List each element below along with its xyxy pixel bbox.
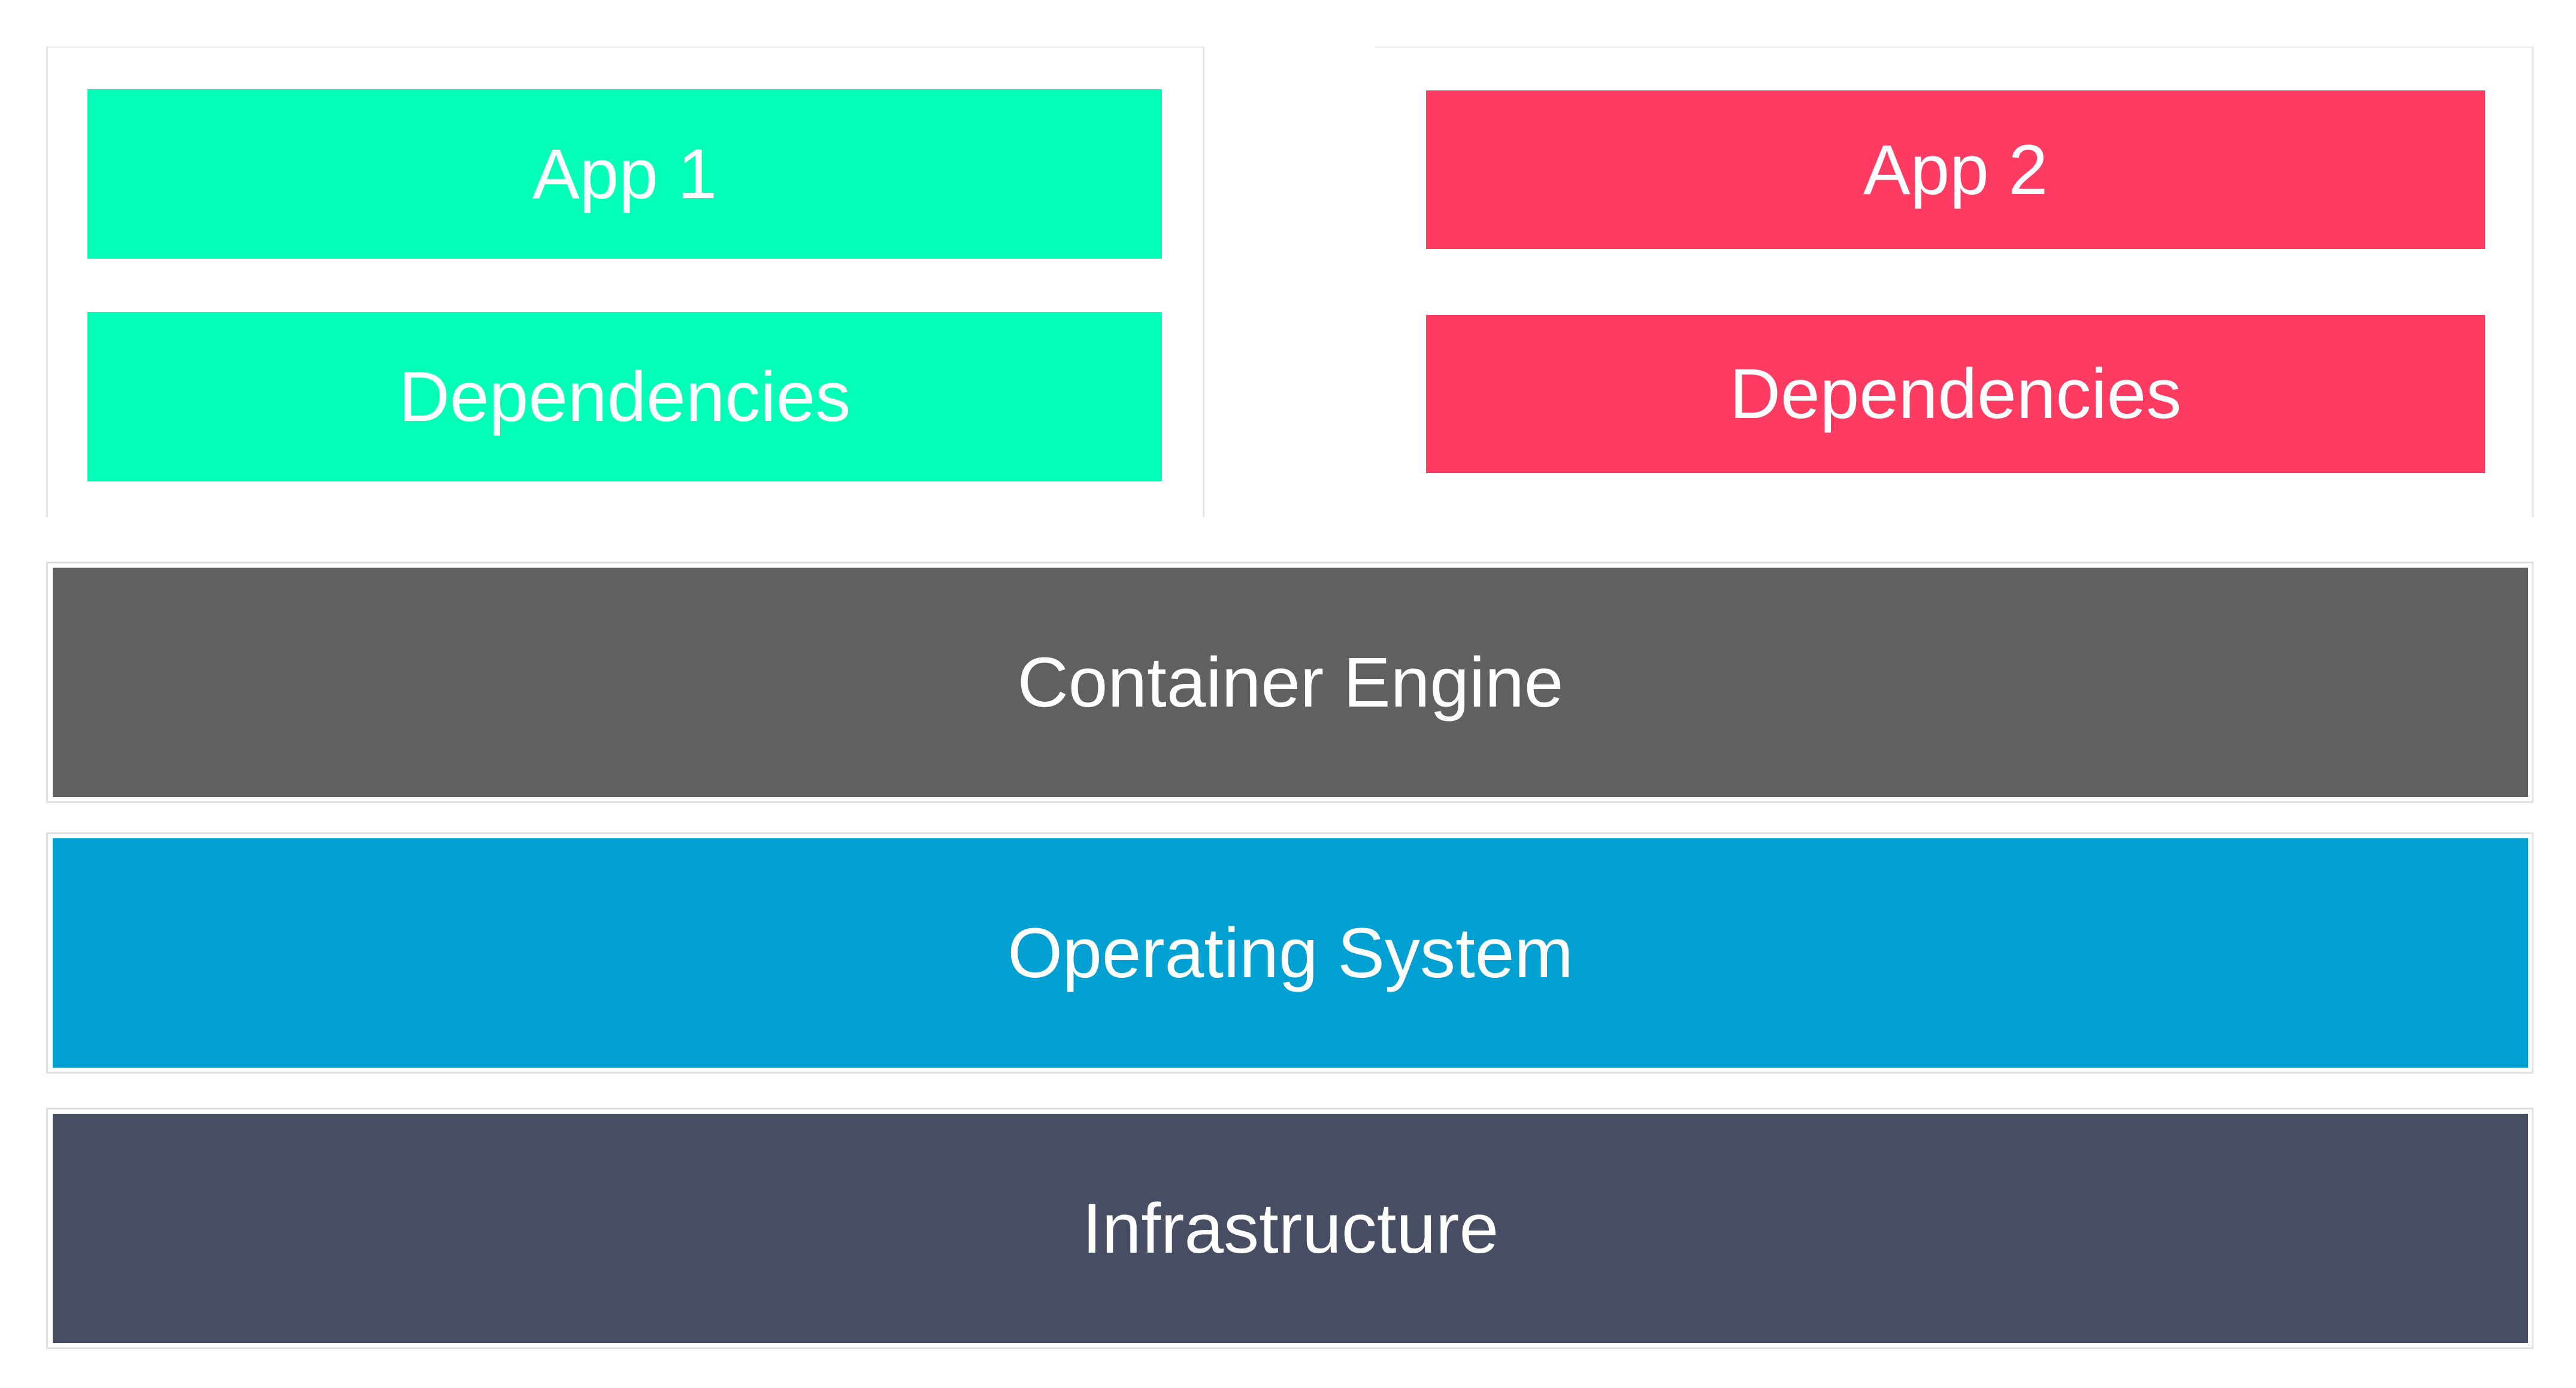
container-engine-label: Container Engine [1017, 643, 1564, 722]
infrastructure-layer: Infrastructure [53, 1114, 2528, 1343]
app-1-dependencies-block: Dependencies [87, 312, 1162, 481]
operating-system-label: Operating System [1007, 913, 1573, 993]
app-1-label: App 1 [532, 134, 718, 214]
app-1-block: App 1 [87, 89, 1162, 259]
operating-system-layer: Operating System [53, 838, 2528, 1068]
infrastructure-label: Infrastructure [1082, 1189, 1499, 1268]
app-2-block: App 2 [1426, 90, 2485, 249]
operating-system-frame [46, 832, 2533, 1074]
app-2-label: App 2 [1863, 130, 2048, 210]
container-engine-frame [46, 562, 2533, 803]
infrastructure-frame [46, 1108, 2533, 1349]
app-1-container-frame [46, 46, 1204, 517]
container-engine-layer: Container Engine [53, 568, 2528, 797]
app-2-dependencies-block: Dependencies [1426, 315, 2485, 473]
app-1-dependencies-label: Dependencies [398, 357, 851, 437]
app-2-container-frame [1375, 46, 2533, 517]
app-2-dependencies-label: Dependencies [1729, 354, 2182, 434]
